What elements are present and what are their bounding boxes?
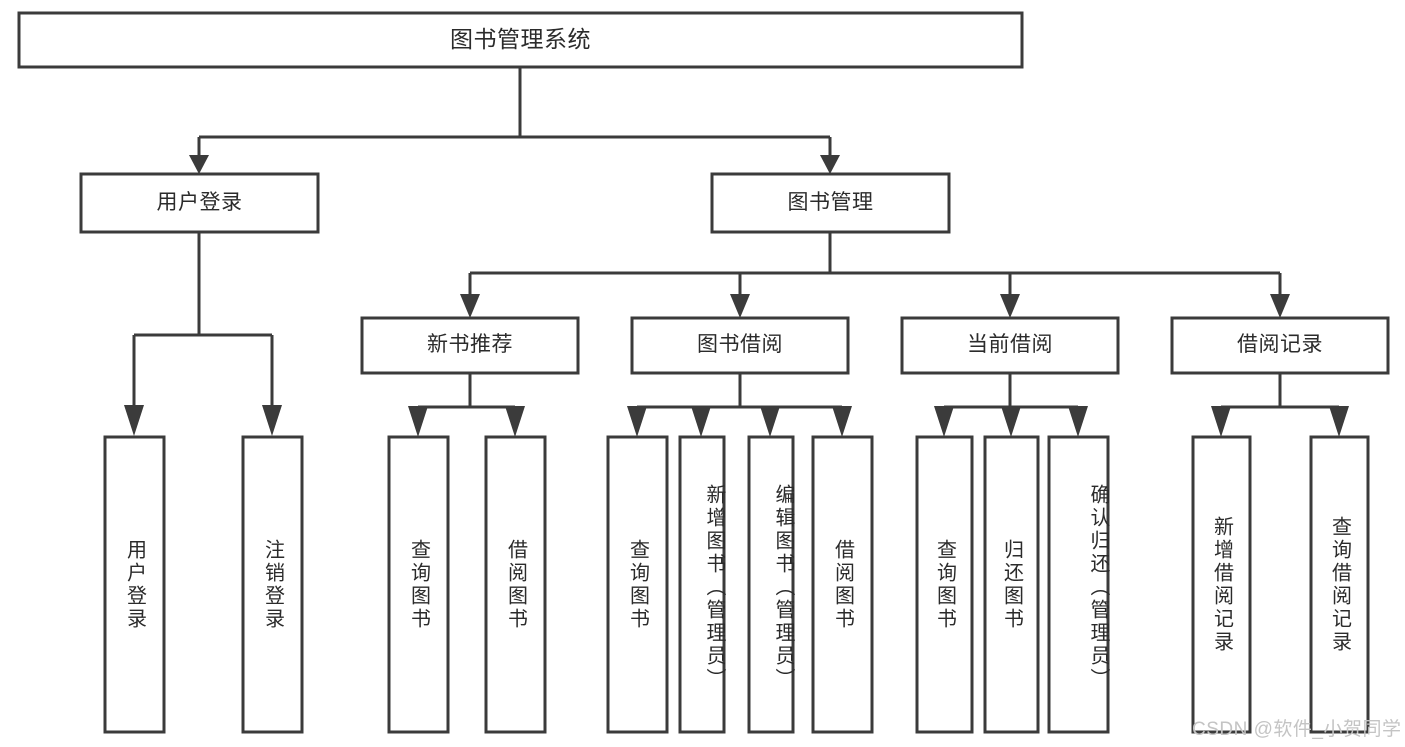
arrow-to-leaf-user-login <box>124 405 144 436</box>
node-leaf-return-book[interactable] <box>983 435 1040 734</box>
arrow-to-book-borrow <box>730 294 750 318</box>
node-leaf-add-record[interactable] <box>1191 435 1252 734</box>
node-root[interactable] <box>17 11 1024 69</box>
arrow-to-leaf-logout-login <box>262 405 282 436</box>
arrow-to-borrow-record <box>1270 294 1290 318</box>
arrow-to-leaf-query-book-1 <box>408 406 428 437</box>
node-leaf-logout-login[interactable] <box>241 435 304 734</box>
node-new-book-recommend[interactable] <box>360 316 580 375</box>
arrow-to-leaf-edit-book <box>760 406 780 437</box>
node-leaf-query-book-1[interactable] <box>387 435 450 734</box>
node-user-login[interactable] <box>79 172 320 234</box>
csdn-watermark: CSDN @软件_小贺同学 <box>1192 719 1402 740</box>
node-borrow-record[interactable] <box>1170 316 1390 375</box>
node-leaf-confirm-return[interactable] <box>1047 435 1110 734</box>
arrow-to-leaf-borrow-book-1 <box>505 406 525 437</box>
arrow-to-book-management <box>820 155 840 174</box>
arrow-to-user-login <box>189 155 209 174</box>
node-leaf-borrow-book-2[interactable] <box>811 435 874 734</box>
arrow-to-leaf-add-record <box>1211 406 1231 437</box>
arrow-to-leaf-confirm-return <box>1068 406 1088 437</box>
node-leaf-query-record[interactable] <box>1309 435 1370 734</box>
arrow-to-leaf-query-record <box>1329 406 1349 437</box>
node-current-borrow[interactable] <box>900 316 1120 375</box>
arrow-to-leaf-add-book <box>691 406 711 437</box>
node-book-management[interactable] <box>710 172 951 234</box>
arrow-to-current-borrow <box>1000 294 1020 318</box>
arrow-to-leaf-borrow-book-2 <box>832 406 852 437</box>
node-leaf-query-book-3[interactable] <box>915 435 974 734</box>
arrow-to-leaf-query-book-3 <box>934 406 954 437</box>
node-leaf-edit-book[interactable] <box>747 435 795 734</box>
node-book-borrow[interactable] <box>630 316 850 375</box>
node-leaf-user-login[interactable] <box>103 435 166 734</box>
arrow-to-leaf-return-book <box>1001 406 1021 437</box>
node-leaf-add-book[interactable] <box>678 435 726 734</box>
node-leaf-query-book-2[interactable] <box>606 435 669 734</box>
node-leaf-borrow-book-1[interactable] <box>484 435 547 734</box>
arrow-to-new-book-recommend <box>460 294 480 318</box>
arrow-to-leaf-query-book-2 <box>627 406 647 437</box>
